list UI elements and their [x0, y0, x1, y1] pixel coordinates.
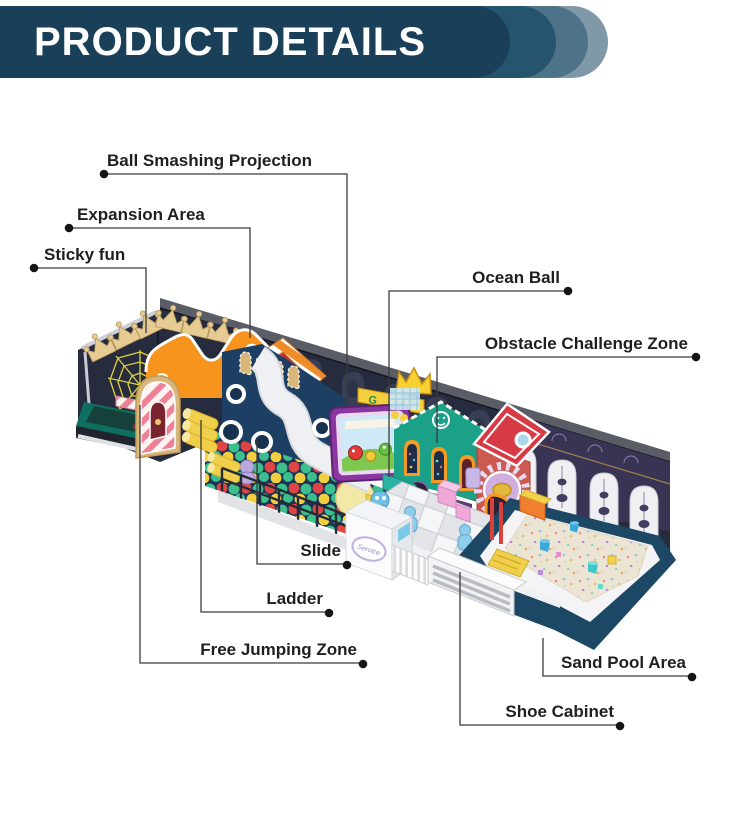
- callout-label-ball-smashing-projection: Ball Smashing Projection: [107, 151, 312, 170]
- entrance-gate-fence: [391, 544, 429, 586]
- sand-toys: [487, 489, 617, 589]
- page-title: PRODUCT DETAILS: [34, 20, 427, 64]
- callout-label-free-jumping-zone: Free Jumping Zone: [200, 640, 357, 659]
- callout-label-slide: Slide: [300, 541, 341, 560]
- callout-label-shoe-cabinet: Shoe Cabinet: [505, 702, 614, 721]
- callout-label-ocean-ball: Ocean Ball: [472, 268, 560, 287]
- callout-label-ladder: Ladder: [266, 589, 323, 608]
- sand-rails: [490, 498, 503, 544]
- bucket: [588, 561, 598, 574]
- callout-label-expansion-area: Expansion Area: [77, 205, 205, 224]
- callout-label-obstacle-challenge-zone: Obstacle Challenge Zone: [484, 334, 688, 353]
- callout-label-sand-pool-area: Sand Pool Area: [560, 653, 686, 672]
- header-banner: PRODUCT DETAILS: [0, 6, 620, 78]
- candy-arch: [135, 375, 181, 459]
- bucket: [540, 539, 550, 552]
- banner-layer-dark: [0, 6, 510, 78]
- callout-label-sticky-fun: Sticky fun: [44, 245, 126, 264]
- bucket: [570, 521, 579, 533]
- sign-letter: G: [368, 394, 378, 407]
